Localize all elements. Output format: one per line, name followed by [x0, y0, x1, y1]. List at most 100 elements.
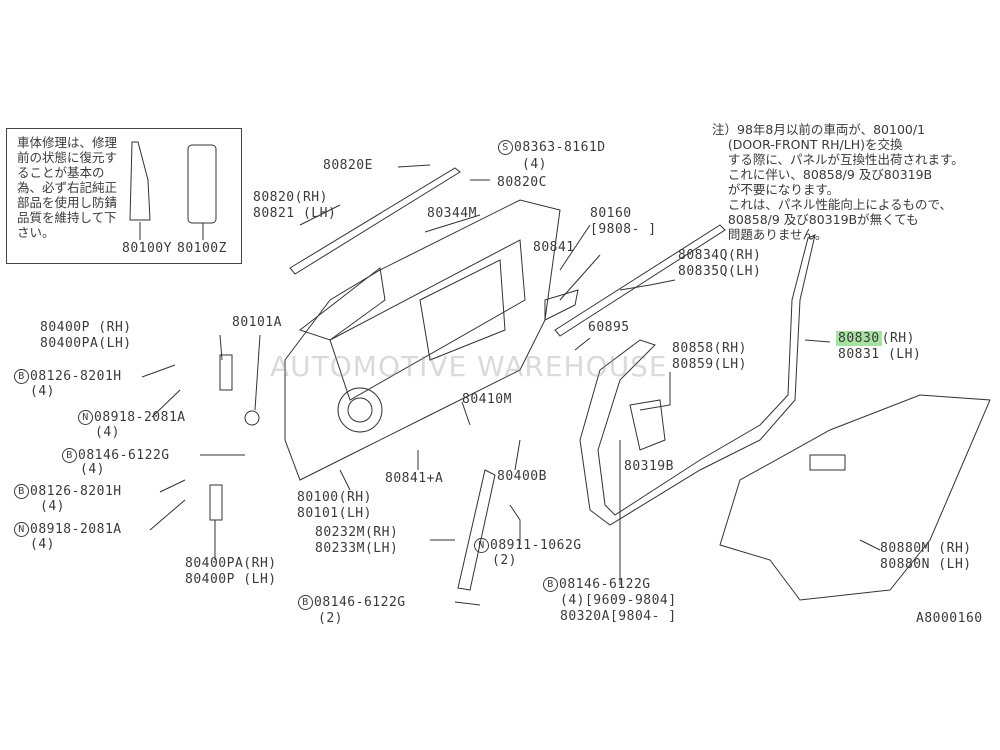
- qty-date: (4)[9609-9804]: [560, 593, 677, 608]
- part-80400P-lh[interactable]: 80400P (LH): [185, 572, 277, 587]
- sealant-tube: [129, 141, 151, 221]
- part-number: 08146-6122G: [78, 448, 170, 463]
- part-80100Y[interactable]: 80100Y: [122, 241, 172, 256]
- part-80344M[interactable]: 80344M: [427, 206, 477, 221]
- symbol-n: N: [78, 410, 93, 425]
- part-80880M[interactable]: 80880M (RH): [880, 541, 972, 556]
- part-80820E[interactable]: 80820E: [323, 158, 373, 173]
- watermark: AUTOMOTIVE WAREHOUSE: [270, 350, 668, 383]
- note-line: 問題ありません。: [712, 227, 828, 242]
- part-80830[interactable]: 80830(RH): [836, 331, 915, 346]
- part-number: 08126-8201H: [30, 484, 122, 499]
- part-80100Z[interactable]: 80100Z: [177, 241, 227, 256]
- symbol-b: B: [14, 369, 29, 384]
- part-60895[interactable]: 60895: [588, 320, 630, 335]
- part-80400PA[interactable]: 80400PA(LH): [40, 336, 132, 351]
- part-80400PA-rh[interactable]: 80400PA(RH): [185, 556, 277, 571]
- part-80831[interactable]: 80831 (LH): [838, 347, 922, 362]
- part-80410M[interactable]: 80410M: [462, 392, 512, 407]
- speaker-hole: [337, 387, 383, 433]
- part-80859[interactable]: 80859(LH): [672, 357, 747, 372]
- note-line: する際に、パネルが互換性出荷されます。: [712, 152, 964, 167]
- part-80400P[interactable]: 80400P (RH): [40, 320, 132, 335]
- symbol-b: B: [14, 484, 29, 499]
- qty: (4): [80, 462, 105, 477]
- spray-can: [187, 144, 217, 224]
- part-number: 08126-8201H: [30, 369, 122, 384]
- qty: (2): [492, 553, 517, 568]
- note-line: (DOOR-FRONT RH/LH)を交換: [712, 137, 903, 152]
- note-line: 注）98年8月以前の車両が、80100/1: [712, 122, 926, 137]
- part-number: 08918-2081A: [30, 522, 122, 537]
- diagram-id: A8000160: [916, 611, 983, 626]
- part-number: 08363-8161D: [514, 140, 606, 155]
- part-80100[interactable]: 80100(RH): [297, 490, 372, 505]
- part-80858[interactable]: 80858(RH): [672, 341, 747, 356]
- plug: [244, 410, 260, 426]
- part-80880N[interactable]: 80880N (LH): [880, 557, 972, 572]
- side: (RH): [881, 331, 915, 346]
- part-80841A[interactable]: 80841+A: [385, 471, 444, 486]
- part-80101A[interactable]: 80101A: [232, 315, 282, 330]
- symbol-b: B: [298, 595, 313, 610]
- part-80821[interactable]: 80821 (LH): [253, 206, 337, 221]
- part-number: 08918-2081A: [94, 410, 186, 425]
- highlighted-part-number: 80830: [836, 331, 882, 346]
- part-80834Q[interactable]: 80834Q(RH): [678, 248, 762, 263]
- outer-moulding: [289, 167, 461, 275]
- regulator-rail: [457, 469, 496, 591]
- qty: (4): [30, 384, 55, 399]
- anticorrosion-kit-box: 車体修理は、修理前の状態に復元することが基本の為、必ず右記純正部品を使用し防錆品…: [6, 128, 242, 264]
- date-range: [9808- ]: [590, 222, 657, 237]
- lower-hinge: [209, 484, 223, 521]
- qty: (4): [30, 537, 55, 552]
- part-number: 08911-1062G: [490, 538, 582, 553]
- part-number: 08146-6122G: [559, 577, 651, 592]
- part-80232M[interactable]: 80232M(RH): [315, 525, 399, 540]
- part-80320A[interactable]: 80320A[9804- ]: [560, 609, 677, 624]
- note-line: これに伴い、80858/9 及び80319B: [712, 167, 933, 182]
- symbol-n: N: [14, 522, 29, 537]
- part-80233M[interactable]: 80233M(LH): [315, 541, 399, 556]
- qty: (4): [95, 425, 120, 440]
- part-80400B[interactable]: 80400B: [497, 469, 547, 484]
- note-line: が不要になります。: [712, 182, 840, 197]
- leader-lines: [141, 164, 881, 606]
- kit-leader-lines: [139, 222, 204, 240]
- weatherstrip: [579, 234, 816, 526]
- door-window-frame: [298, 267, 386, 341]
- door-inner-panel: [329, 239, 526, 401]
- part-80835Q[interactable]: 80835Q(LH): [678, 264, 762, 279]
- part-number: 08146-6122G: [314, 595, 406, 610]
- upper-hinge: [219, 354, 233, 391]
- part-80319B[interactable]: 80319B: [624, 459, 674, 474]
- note-line: 80858/9 及び80319Bが無くても: [712, 212, 919, 227]
- symbol-b: B: [543, 577, 558, 592]
- part-80820[interactable]: 80820(RH): [253, 190, 328, 205]
- pad: [629, 399, 666, 451]
- symbol-s: S: [498, 140, 513, 155]
- part-80820C[interactable]: 80820C: [497, 175, 547, 190]
- note-text: 注）98年8月以前の車両が、80100/1 (DOOR-FRONT RH/LH)…: [712, 122, 964, 242]
- glass-label-patch: [809, 454, 846, 471]
- qty: (4): [522, 157, 547, 172]
- part-80160[interactable]: 80160: [590, 206, 632, 221]
- speaker-hole-inner: [347, 397, 373, 423]
- door-glass: [719, 394, 991, 601]
- service-hole: [419, 259, 506, 361]
- part-80841[interactable]: 80841: [533, 240, 575, 255]
- door-panel: [284, 199, 561, 481]
- qty: (2): [318, 611, 343, 626]
- symbol-b: B: [62, 448, 77, 463]
- kit-instruction-text: 車体修理は、修理前の状態に復元することが基本の為、必ず右記純正部品を使用し防錆品…: [17, 135, 118, 240]
- part-80101[interactable]: 80101(LH): [297, 506, 372, 521]
